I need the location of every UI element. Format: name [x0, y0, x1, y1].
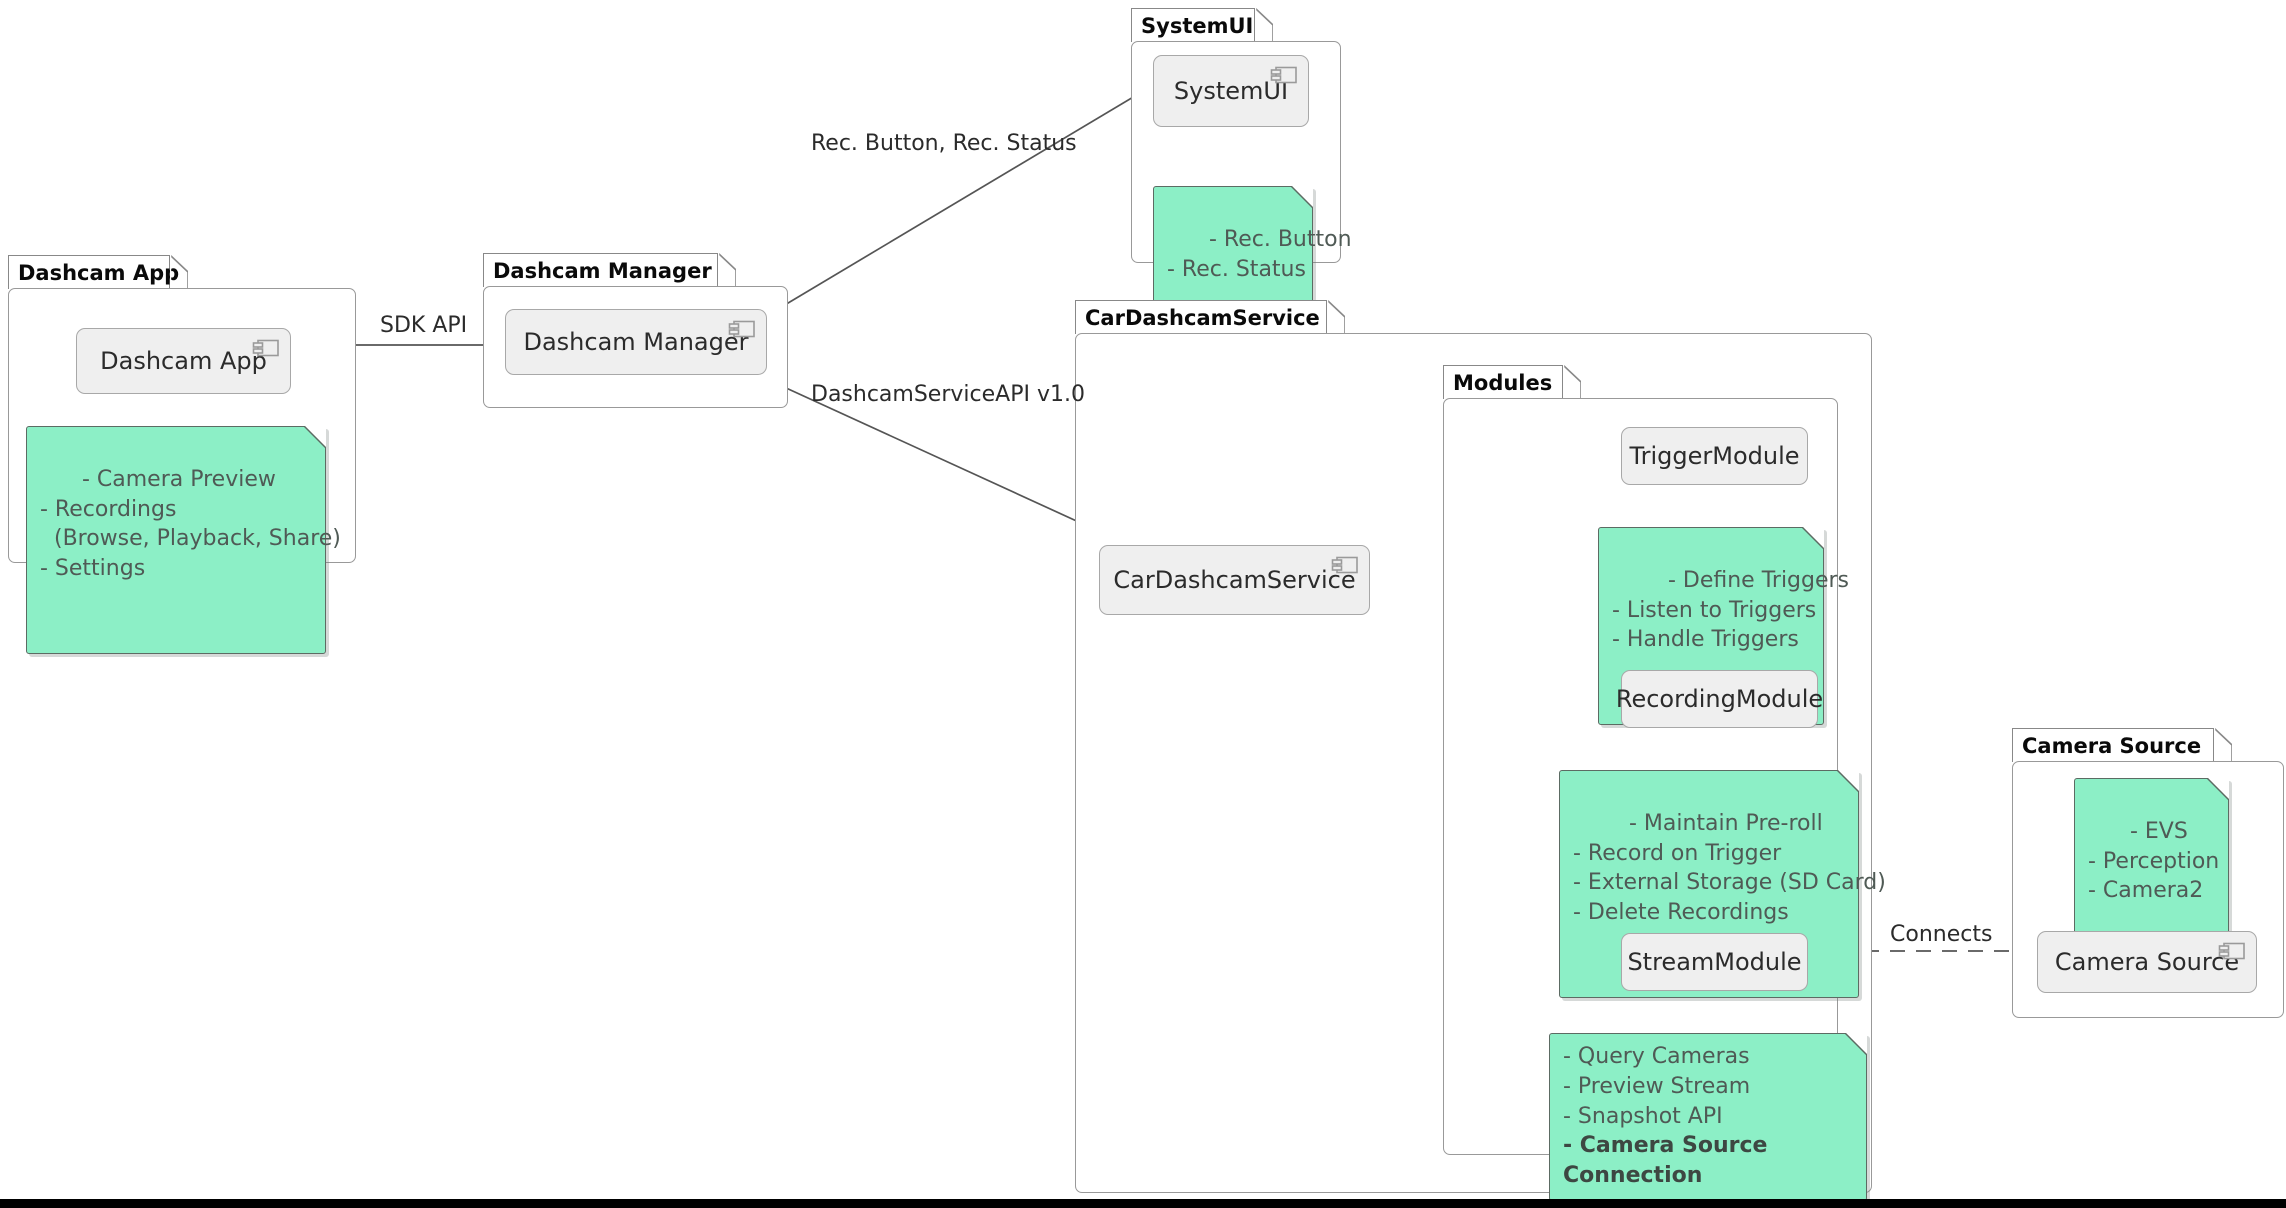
edge-label-rec-button-status-text: Rec. Button, Rec. Status	[811, 131, 1077, 156]
note-trigger-module-text: - Define Triggers - Listen to Triggers -…	[1612, 567, 1850, 653]
package-dashcam-manager-tab: Dashcam Manager	[483, 253, 718, 287]
component-camera-source-label: Camera Source	[2054, 948, 2240, 976]
component-recording-module-label: RecordingModule	[1615, 685, 1824, 713]
package-tab-notch-icon	[1563, 365, 1581, 399]
package-dashcam-app-label: Dashcam App	[18, 260, 180, 285]
package-system-ui-label: SystemUI	[1141, 13, 1254, 38]
note-stream-module-bold-line: - Camera Source Connection	[1563, 1133, 1768, 1189]
window-bottom-edge	[0, 1199, 2286, 1208]
component-car-dashcam-service-label: CarDashcamService	[1113, 566, 1356, 594]
package-car-dashcam-service-label: CarDashcamService	[1085, 305, 1320, 330]
note-dashcam-app-text: - Camera Preview - Recordings (Browse, P…	[40, 466, 341, 582]
uml-component-icon	[2218, 942, 2245, 960]
package-camera-source: Camera Source - EVS - Perception - Camer…	[2012, 728, 2284, 1018]
package-tab-notch-icon	[1327, 300, 1345, 334]
component-dashcam-app-label: Dashcam App	[100, 347, 267, 375]
edge-label-sdk-api: SDK API	[380, 313, 467, 338]
package-dashcam-manager-label: Dashcam Manager	[493, 258, 712, 283]
component-dashcam-manager[interactable]: Dashcam Manager	[505, 309, 767, 375]
note-recording-module-text: - Maintain Pre-roll - Record on Trigger …	[1573, 810, 1886, 926]
component-system-ui[interactable]: SystemUI	[1153, 55, 1309, 127]
component-stream-module-label: StreamModule	[1627, 948, 1802, 976]
package-camera-source-tab: Camera Source	[2012, 728, 2214, 762]
package-car-dashcam-service: CarDashcamService CarDashcamService Modu…	[1075, 300, 1886, 1201]
note-dashcam-app: - Camera Preview - Recordings (Browse, P…	[26, 426, 341, 654]
note-camera-source-text: - EVS - Perception - Camera2	[2088, 818, 2220, 904]
component-dashcam-manager-label: Dashcam Manager	[523, 328, 749, 356]
package-tab-notch-icon	[718, 253, 736, 287]
component-trigger-module-label: TriggerModule	[1629, 442, 1800, 470]
note-fold-corner-icon	[304, 426, 326, 448]
note-fold-corner-icon	[1291, 186, 1313, 208]
note-stream-module: - Query Cameras - Preview Stream - Snaps…	[1549, 1033, 1867, 1201]
edge-label-dashcam-service-api: DashcamServiceAPI v1.0	[811, 382, 1085, 407]
edge-rec-button-status	[767, 89, 1146, 316]
package-modules-label: Modules	[1453, 370, 1553, 395]
package-tab-notch-icon	[2214, 728, 2232, 762]
edge-label-dashcam-service-api-text: DashcamServiceAPI v1.0	[811, 382, 1085, 407]
uml-component-icon	[1331, 556, 1358, 574]
component-dashcam-app[interactable]: Dashcam App	[76, 328, 291, 394]
edge-label-connects: Connects	[1890, 922, 1992, 947]
note-fold-corner-icon	[1845, 1033, 1867, 1055]
component-recording-module[interactable]: RecordingModule	[1616, 670, 1823, 728]
note-fold-corner-icon	[1837, 770, 1859, 792]
note-fold-corner-icon	[2207, 778, 2229, 800]
edge-label-rec-button-status: Rec. Button, Rec. Status	[811, 131, 1077, 156]
package-dashcam-app: Dashcam App Dashcam App - Camera Preview…	[8, 255, 356, 654]
package-system-ui-tab: SystemUI	[1131, 8, 1255, 42]
edge-label-sdk-api-text: SDK API	[380, 313, 468, 338]
note-fold-corner-icon	[1802, 527, 1824, 549]
package-system-ui: SystemUI SystemUI - Rec. Button - Rec. S…	[1131, 8, 1352, 354]
package-dashcam-app-tab: Dashcam App	[8, 255, 179, 289]
note-stream-module-line-2: - Snapshot API	[1563, 1103, 1723, 1129]
package-modules-tab: Modules	[1443, 365, 1563, 399]
uml-component-icon	[252, 339, 279, 357]
component-car-dashcam-service[interactable]: CarDashcamService	[1099, 545, 1370, 615]
package-tab-notch-icon	[170, 255, 188, 289]
package-modules: Modules TriggerModule - Define Triggers …	[1443, 365, 1886, 1201]
uml-component-icon	[1270, 66, 1297, 84]
note-stream-module-line-1: - Preview Stream	[1563, 1073, 1751, 1099]
note-stream-module-line-0: - Query Cameras	[1563, 1044, 1750, 1069]
component-stream-module[interactable]: StreamModule	[1621, 933, 1808, 991]
package-camera-source-label: Camera Source	[2022, 733, 2202, 758]
uml-component-icon	[728, 320, 755, 338]
package-tab-notch-icon	[1255, 8, 1273, 42]
package-dashcam-manager: Dashcam Manager Dashcam Manager	[483, 253, 788, 408]
note-system-ui-text: - Rec. Button - Rec. Status	[1167, 226, 1352, 282]
component-camera-source[interactable]: Camera Source	[2037, 931, 2257, 993]
edge-label-connects-text: Connects	[1890, 922, 1993, 947]
package-car-dashcam-service-tab: CarDashcamService	[1075, 300, 1327, 334]
component-trigger-module[interactable]: TriggerModule	[1621, 427, 1808, 485]
